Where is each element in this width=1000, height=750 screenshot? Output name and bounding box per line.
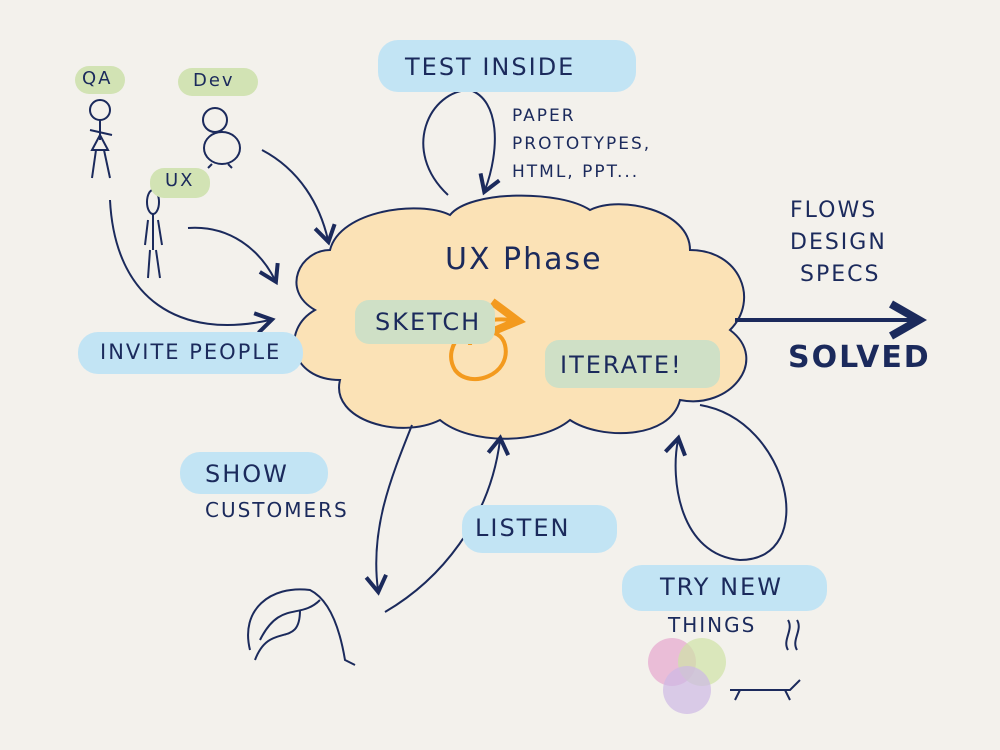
iterate-label: ITERATE! <box>560 351 683 379</box>
test-inside-label: TEST INSIDE <box>405 53 576 81</box>
output-design: DESIGN <box>790 230 887 255</box>
show-label: SHOW <box>205 460 289 488</box>
solved-label: SOLVED <box>788 340 931 375</box>
label-ux: UX <box>165 170 195 191</box>
output-specs: SPECS <box>800 262 881 287</box>
output-flows: FLOWS <box>790 198 878 223</box>
label-qa: QA <box>82 68 113 89</box>
prototypes-line-2: PROTOTYPES, <box>512 134 652 154</box>
listen-label: LISTEN <box>475 514 571 542</box>
customers-label: CUSTOMERS <box>205 498 349 522</box>
sketch-label: SKETCH <box>375 308 482 336</box>
invite-people-label: INVITE PEOPLE <box>100 340 282 364</box>
prototypes-line-3: HTML, PPT... <box>512 162 640 182</box>
people-figures <box>89 99 801 701</box>
cloud-title: UX Phase <box>445 242 603 277</box>
try-new-label: TRY NEW <box>660 573 783 601</box>
label-dev: Dev <box>193 70 235 91</box>
prototypes-line-1: PAPER <box>512 106 576 126</box>
things-label: THINGS <box>668 613 757 637</box>
